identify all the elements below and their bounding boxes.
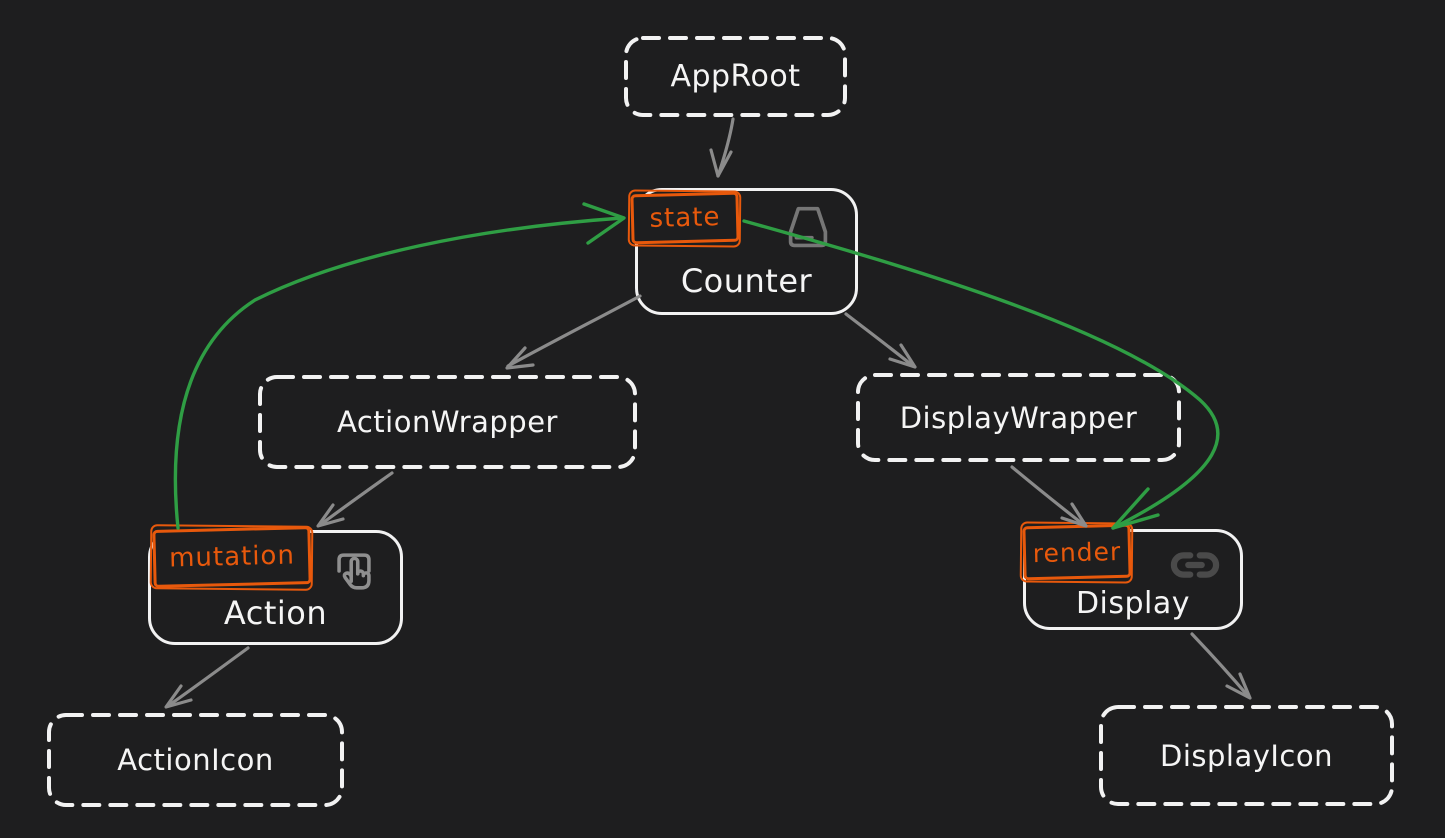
mutation-badge-label: mutation: [168, 540, 296, 574]
dashed-border: [624, 36, 847, 117]
hard-drive-icon: [779, 199, 837, 257]
node-actionicon[interactable]: ActionIcon: [46, 712, 345, 808]
edge-actionwrapper-action: [316, 471, 394, 528]
state-badge-label: state: [649, 202, 721, 234]
edge-mutation-to-state: [173, 202, 626, 530]
node-actionwrapper[interactable]: ActionWrapper: [257, 374, 638, 470]
edge-counter-actionwrapper: [505, 294, 642, 370]
dashed-border: [856, 373, 1181, 462]
node-counter-label: Counter: [680, 262, 813, 300]
node-displayicon[interactable]: DisplayIcon: [1098, 704, 1395, 807]
edge-counter-displaywrapper: [844, 312, 917, 369]
node-approot[interactable]: AppRoot: [623, 35, 848, 118]
node-action-label: Action: [223, 594, 328, 632]
state-badge: state: [630, 191, 740, 245]
node-action[interactable]: mutation Action: [148, 526, 403, 645]
node-display-label: Display: [1075, 586, 1191, 621]
edge-action-actionicon: [164, 646, 250, 709]
node-displaywrapper[interactable]: DisplayWrapper: [855, 372, 1182, 463]
mutation-badge: mutation: [152, 526, 312, 588]
edge-approot-counter: [709, 117, 735, 178]
dashed-border: [258, 375, 637, 469]
node-approot-label: AppRoot: [670, 59, 801, 94]
dashed-border: [1099, 705, 1394, 806]
edge-display-displayicon: [1190, 632, 1252, 700]
pointer-click-icon: [326, 543, 382, 599]
node-display[interactable]: render Display: [1022, 523, 1243, 630]
link-icon: [1163, 542, 1227, 588]
node-actionicon-label: ActionIcon: [117, 743, 274, 777]
node-counter[interactable]: state Counter: [630, 188, 858, 315]
render-badge: render: [1022, 523, 1132, 581]
node-displayicon-label: DisplayIcon: [1159, 738, 1333, 773]
dashed-border: [47, 713, 344, 807]
edge-displaywrapper-display: [1010, 465, 1088, 528]
render-badge-label: render: [1032, 536, 1122, 568]
